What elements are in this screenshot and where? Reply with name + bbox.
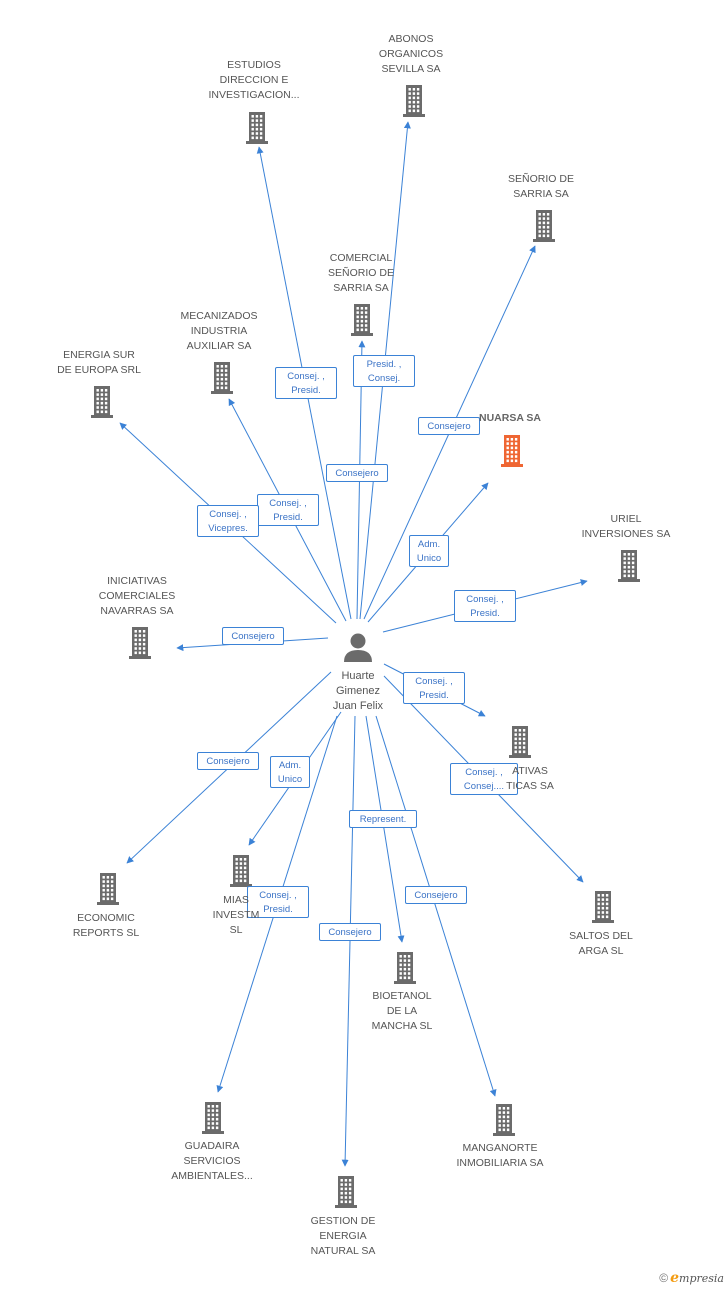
company-label-mias[interactable]: MIAS INVESTM SL — [212, 894, 260, 936]
edge-label-economic[interactable]: Consejero — [197, 752, 259, 770]
edge-label-energia[interactable]: Consej. , Vicepres. — [197, 505, 259, 537]
edge-bioetanol — [365, 715, 405, 943]
person-icon[interactable] — [344, 633, 372, 663]
edge-label-senorio[interactable]: Consejero — [418, 417, 480, 435]
company-label-mecanizados[interactable]: MECANIZADOS INDUSTRIA AUXILIAR SA — [180, 310, 258, 352]
company-label-manganorte[interactable]: MANGANORTE INMOBILIARIA SA — [456, 1142, 544, 1169]
building-icon-iniciativas[interactable] — [129, 627, 151, 659]
building-icon-abonos[interactable] — [403, 85, 425, 117]
edge-label-mias[interactable]: Adm. Unico — [270, 756, 310, 788]
building-icon-estudios[interactable] — [246, 112, 268, 144]
edge-label-mecanizados[interactable]: Consej. , Presid. — [257, 494, 319, 526]
company-label-bioetanol[interactable]: BIOETANOL DE LA MANCHA SL — [371, 990, 433, 1032]
company-label-iniciativas[interactable]: INICIATIVAS COMERCIALES NAVARRAS SA — [98, 575, 176, 617]
company-label-economic[interactable]: ECONOMIC REPORTS SL — [72, 912, 140, 939]
building-icon-gestion[interactable] — [335, 1176, 357, 1208]
company-label-energia[interactable]: ENERGIA SUR DE EUROPA SRL — [57, 349, 141, 376]
edge-label-uriel[interactable]: Consej. , Presid. — [454, 590, 516, 622]
company-label-guadaira[interactable]: GUADAIRA SERVICIOS AMBIENTALES... — [171, 1140, 253, 1182]
edge-gestion — [341, 715, 356, 1167]
edge-label-bioetanol[interactable]: Represent. — [349, 810, 417, 828]
company-label-comercial[interactable]: COMERCIAL SEÑORIO DE SARRIA SA — [328, 252, 394, 294]
company-label-ativas[interactable]: ATIVAS TICAS SA — [506, 765, 554, 792]
edge-label-ativas[interactable]: Consej. , Presid. — [403, 672, 465, 704]
building-icon-guadaira[interactable] — [202, 1102, 224, 1134]
brand-logo-letter: e — [670, 1270, 680, 1286]
building-icon-senorio[interactable] — [533, 210, 555, 242]
edge-label-estudios[interactable]: Consej. , Presid. — [275, 367, 337, 399]
building-icon-mecanizados[interactable] — [211, 362, 233, 394]
company-label-nuarsa[interactable]: NUARSA SA — [478, 412, 542, 424]
edge-label-abonos[interactable]: Presid. , Consej. — [353, 355, 415, 387]
building-icon-uriel[interactable] — [618, 550, 640, 582]
building-icon-saltos[interactable] — [592, 891, 614, 923]
edge-label-iniciativas[interactable]: Consejero — [222, 627, 284, 645]
edge-label-saltos[interactable]: Consej. , Consej.... — [450, 763, 518, 795]
building-icon-bioetanol[interactable] — [394, 952, 416, 984]
edge-manganorte — [375, 715, 497, 1097]
building-icon-nuarsa[interactable] — [501, 435, 523, 467]
building-icon-manganorte[interactable] — [493, 1104, 515, 1136]
company-label-uriel[interactable]: URIEL INVERSIONES SA — [581, 513, 671, 540]
building-icon-ativas[interactable] — [509, 726, 531, 758]
edge-label-gestion[interactable]: Consejero — [319, 923, 381, 941]
company-label-abonos[interactable]: ABONOS ORGANICOS SEVILLA SA — [378, 33, 444, 75]
edge-label-manganorte[interactable]: Consejero — [405, 886, 467, 904]
building-icon-comercial[interactable] — [351, 304, 373, 336]
copyright-symbol: © — [659, 1271, 669, 1285]
center-person-label[interactable]: Huarte Gimenez Juan Felix — [332, 670, 384, 712]
company-label-gestion[interactable]: GESTION DE ENERGIA NATURAL SA — [310, 1215, 376, 1257]
building-icon-energia[interactable] — [91, 386, 113, 418]
company-label-senorio[interactable]: SEÑORIO DE SARRIA SA — [508, 173, 574, 200]
company-label-estudios[interactable]: ESTUDIOS DIRECCION E INVESTIGACION... — [208, 59, 300, 101]
building-icon-economic[interactable] — [97, 873, 119, 905]
brand-footer: ©empresia — [659, 1270, 724, 1286]
edge-label-comercial[interactable]: Consejero — [326, 464, 388, 482]
edge-label-guadaira[interactable]: Consej. , Presid. — [247, 886, 309, 918]
company-label-saltos[interactable]: SALTOS DEL ARGA SL — [569, 930, 633, 957]
brand-logo-text: mpresia — [679, 1272, 724, 1285]
building-icon-mias[interactable] — [230, 855, 252, 887]
edge-label-nuarsa[interactable]: Adm. Unico — [409, 535, 449, 567]
